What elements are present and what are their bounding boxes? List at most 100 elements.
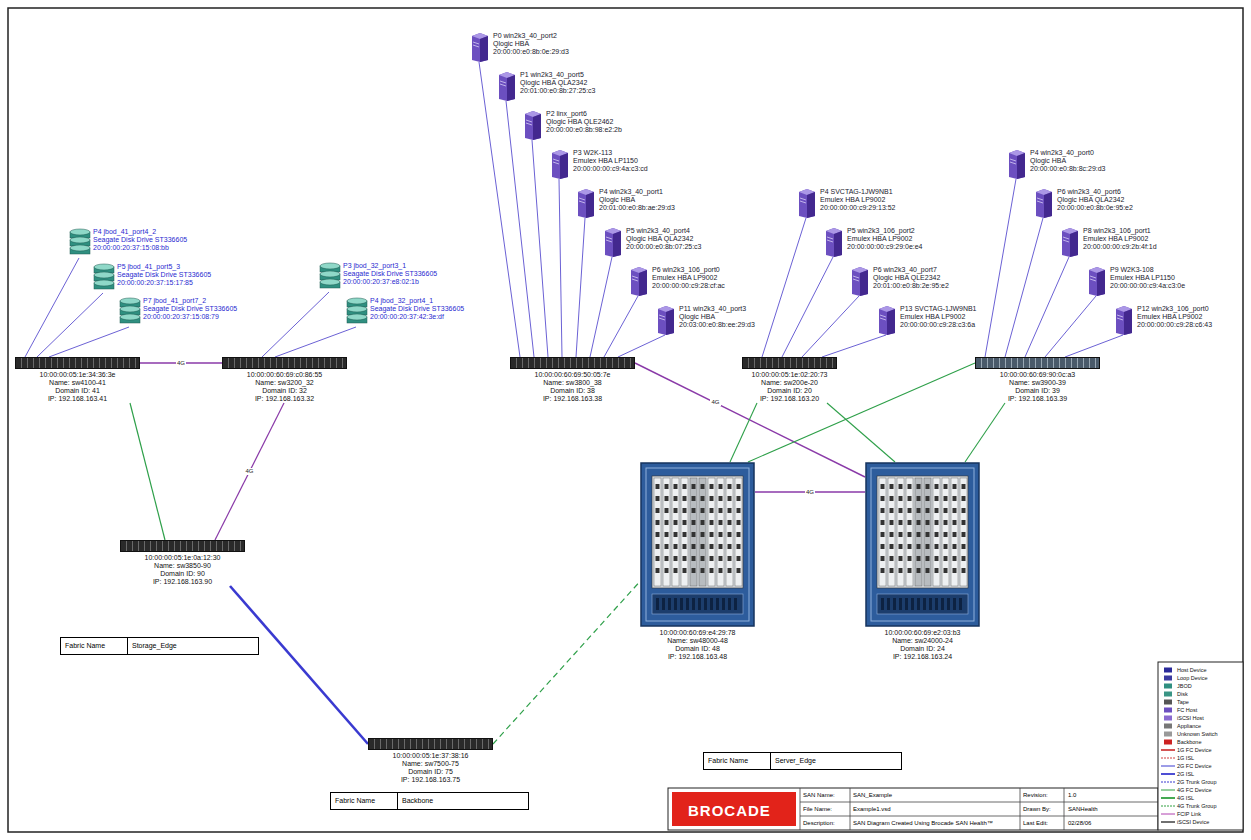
switch-info: 10:00:00:60:69:90:0c:a3Name: sw3900-39Do… xyxy=(975,371,1100,403)
drawing-part xyxy=(94,280,114,286)
legend-sample xyxy=(1161,675,1175,681)
drawing-part xyxy=(654,478,661,586)
device-name: P5 win2k3_106_port2 xyxy=(847,227,923,235)
drawing-part xyxy=(666,309,674,335)
hba-model: Seagate Disk Drive ST336605 xyxy=(370,305,464,313)
legend-text: 1G FC Device xyxy=(1177,747,1212,754)
server-icon xyxy=(1112,305,1134,335)
hba-model: Seagate Disk Drive ST336605 xyxy=(93,236,187,244)
server-icon xyxy=(548,149,570,179)
drawing-part xyxy=(1010,159,1016,164)
drawing-part xyxy=(962,520,966,525)
drawing-part xyxy=(917,532,921,537)
switch-chassis xyxy=(975,357,1100,369)
fc-switch: 10:00:00:05:1e:37:38:16Name: sw7500-75Do… xyxy=(368,738,493,784)
hba-model: Qlogic HBA QLE2462 xyxy=(546,118,622,126)
drawing-part xyxy=(656,508,660,513)
fc-link xyxy=(130,403,165,540)
page-frame xyxy=(8,8,1243,832)
jbod-icon xyxy=(345,297,369,327)
drawing-part xyxy=(935,568,939,573)
drawing-part xyxy=(681,478,688,586)
switch-info: 10:00:00:05:1e:34:36:3eName: sw4100-41Do… xyxy=(15,371,140,403)
legend-text: Tape xyxy=(1177,699,1189,706)
drawing-part xyxy=(728,496,732,501)
drawing-part xyxy=(799,189,815,218)
switch-detail: 10:00:00:60:69:90:0c:a3 xyxy=(975,371,1100,379)
switch-detail: Domain ID: 20 xyxy=(742,387,837,395)
link-label: 4G xyxy=(710,399,720,406)
drawing-part xyxy=(737,532,741,537)
fabric-name: Backbone xyxy=(398,793,528,809)
drawing-part xyxy=(674,484,678,489)
legend-row: 4G ISL xyxy=(1161,794,1239,802)
fc-link xyxy=(802,296,859,357)
switch-chassis xyxy=(120,540,245,552)
fc-link xyxy=(730,403,757,462)
storage-device: P4 jbod_41_port4_2Seagate Disk Drive ST3… xyxy=(68,228,187,258)
legend-sample xyxy=(1161,739,1175,745)
drawing-part xyxy=(737,484,741,489)
drawing-part xyxy=(692,598,695,610)
wwn: 20:00:00:00:c9:28:c3:6a xyxy=(900,321,977,329)
drawing-part xyxy=(692,496,696,501)
switch-detail: Name: sw200e-20 xyxy=(742,379,837,387)
switch-detail: Name: sw48000-48 xyxy=(640,637,755,645)
host-device: P11 win2k3_40_port3Qlogic HBA20:03:00:e0… xyxy=(654,305,755,335)
legend-sample xyxy=(1161,683,1175,689)
host-device: P13 SVCTAG-1JW9NB1Emulex HBA LP900220:00… xyxy=(875,305,977,335)
drawing-part xyxy=(94,264,114,270)
drawing-part xyxy=(658,306,674,335)
drawing-part xyxy=(935,496,939,501)
drawing-part xyxy=(652,476,743,588)
drawing-part xyxy=(728,598,731,610)
device-name: P3 W2K-113 xyxy=(573,149,648,157)
switch-detail: IP: 192.168.163.75 xyxy=(368,776,493,784)
legend-row: Loop Device xyxy=(1161,674,1239,682)
legend-row: FC Host xyxy=(1161,706,1239,714)
drawing-part xyxy=(959,598,962,610)
drawing-part xyxy=(737,568,741,573)
link-label: 4G xyxy=(176,360,186,367)
drawing-part xyxy=(692,532,696,537)
drawing-part xyxy=(908,532,912,537)
drawing-part xyxy=(665,568,669,573)
legend-box xyxy=(1158,662,1243,830)
drawing-part xyxy=(933,478,940,586)
drawing-part xyxy=(656,556,660,561)
drawing-part xyxy=(692,520,696,525)
drawing-part xyxy=(953,496,957,501)
switch-detail: IP: 192.168.163.90 xyxy=(120,578,245,586)
title-block-text: SAN Name: xyxy=(803,791,835,799)
drawing-part xyxy=(953,532,957,537)
server-icon xyxy=(1032,188,1054,218)
fabric-name-table: Fabric NameBackbone xyxy=(330,792,529,810)
drawing-part xyxy=(834,231,842,257)
drawing-part xyxy=(674,544,678,549)
drawing-part xyxy=(683,568,687,573)
host-device: P5 win2k3_40_port4Qlogic HBA QLA234220:0… xyxy=(601,227,702,257)
fc-link xyxy=(635,363,865,477)
server-icon xyxy=(1005,149,1027,179)
drawing-part xyxy=(1062,228,1078,257)
legend-panel: Host DeviceLoop DeviceJBODDiskTapeFC Hos… xyxy=(1159,663,1241,829)
drawing-part xyxy=(926,568,930,573)
drawing-part xyxy=(923,598,926,610)
storage-device: P5 jbod_41_port5_3Seagate Disk Drive ST3… xyxy=(92,263,211,293)
legend-text: 4G FC Device xyxy=(1177,787,1212,794)
legend-shape xyxy=(1164,668,1172,673)
jbod-icon xyxy=(318,262,342,292)
switch-detail: Domain ID: 32 xyxy=(222,387,347,395)
drawing-part xyxy=(908,568,912,573)
drawing-part xyxy=(659,315,665,320)
drawing-part xyxy=(710,544,714,549)
drawing-part xyxy=(719,520,723,525)
switch-detail: 10:00:00:60:69:e4:29:78 xyxy=(640,629,755,637)
drawing-part xyxy=(899,568,903,573)
switch-chassis xyxy=(368,738,493,750)
drawing-part xyxy=(917,508,921,513)
wwn: 20:00:00:20:37:15:08:bb xyxy=(93,244,187,252)
drawing-part xyxy=(890,556,894,561)
hba-model: Seagate Disk Drive ST336605 xyxy=(117,271,211,279)
